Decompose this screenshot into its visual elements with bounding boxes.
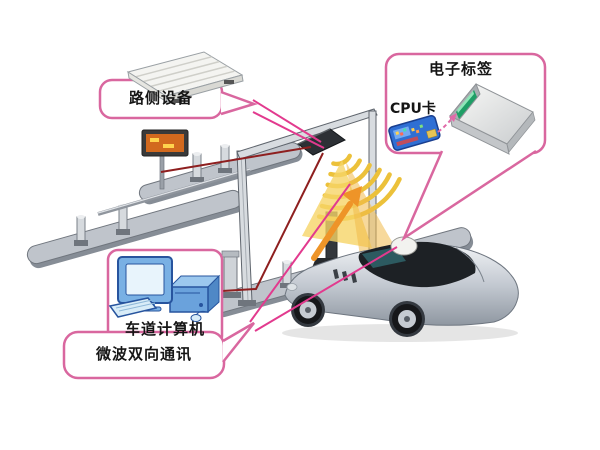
card-insert-arrow-icon (437, 113, 457, 133)
computer-to-antenna-line (221, 152, 324, 292)
microwave-line-1 (249, 183, 351, 323)
roadside-device-label: 路侧设备 (128, 89, 193, 107)
uplink-arrow-icon (311, 186, 362, 261)
rsu-antenna-icon (297, 128, 346, 156)
microwave-comm-label: 微波双向通讯 (95, 345, 192, 363)
obu-on-windshield-icon (390, 236, 418, 256)
callout-microwave-comm (62, 321, 255, 380)
lane-computer-icon (108, 256, 221, 322)
lane-computer-label: 车道计算机 (124, 320, 205, 338)
cpu-card-icon (388, 114, 441, 151)
connector-lines (160, 99, 398, 332)
roadside-unit-icon (126, 51, 244, 104)
obu-device-icon (449, 83, 536, 155)
cpu-card-label: CPU卡 (390, 101, 436, 117)
electronic-tag-label: 电子标签 (428, 60, 493, 78)
roadside-line-1 (252, 99, 322, 143)
antenna-to-sign-line (160, 146, 312, 173)
microwave-line-2 (254, 246, 398, 332)
barrier-rail (97, 168, 251, 216)
roadside-line-2 (252, 111, 325, 149)
